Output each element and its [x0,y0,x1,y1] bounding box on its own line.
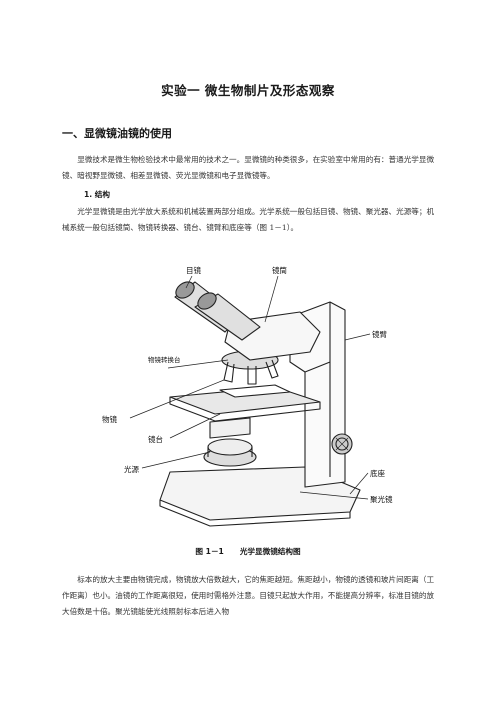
section-heading: 一、显微镜油镜的使用 [62,127,172,140]
label-turret: 物镜转换台 [148,355,181,364]
label-arm: 镜臂 [372,329,387,339]
label-objective: 物镜 [102,414,117,424]
caption-number: 图 1－1 [195,547,224,556]
closing-paragraph: 标本的放大主要由物镜完成，物镜放大倍数越大，它的焦距越短。焦距越小，物镜的透镜和… [62,575,435,616]
label-stage: 镜台 [148,434,163,444]
structure-paragraph: 光学显微镜是由光学放大系统和机械装置两部分组成。光学系统一般包括目镜、物镜、聚光… [62,207,435,232]
objective-shape [223,359,279,385]
label-light: 光源 [124,464,139,474]
intro-paragraph: 显微技术是微生物检验技术中最常用的技术之一。显微镜的种类很多，在实验室中常用的有… [62,155,435,180]
label-eyepiece: 目镜 [186,265,201,275]
condenser-shape [209,417,251,439]
figure-caption: 图 1－1 光学显微镜结构图 [0,546,496,557]
page-title: 实验一 微生物制片及形态观察 [161,83,335,98]
label-base: 底座 [370,468,385,478]
caption-text: 光学显微镜结构图 [239,547,301,556]
label-tube: 镜筒 [272,265,287,275]
subheading-structure: 1. 结构 [84,190,110,199]
label-condenser: 聚光镜 [370,494,393,504]
microscope-diagram: 目镜 镜筒 镜臂 物镜转换台 物镜 镜台 光源 底座 聚光镜 [102,265,393,527]
